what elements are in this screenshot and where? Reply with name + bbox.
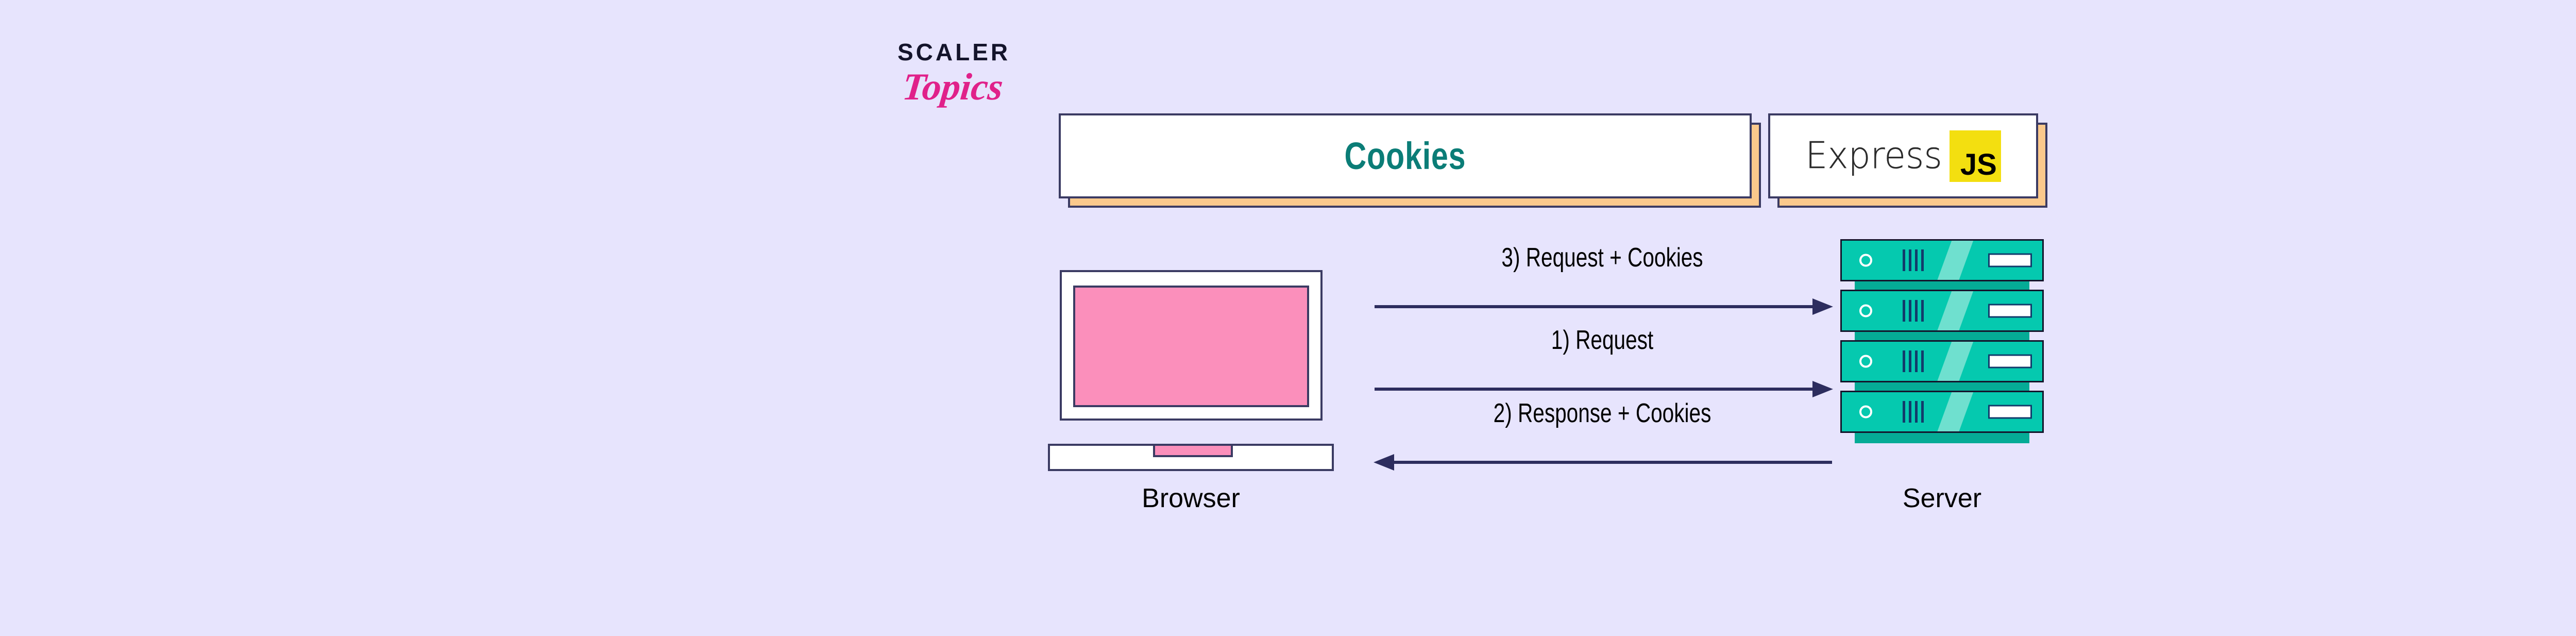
server-unit bbox=[1840, 391, 2044, 433]
server-stripe-icon bbox=[1931, 241, 1976, 280]
express-logo: Express JS bbox=[1805, 130, 2001, 182]
arrow-label-response-cookies: 2) Response + Cookies bbox=[1493, 398, 1711, 428]
server-slot-icon bbox=[1988, 354, 2032, 369]
server-spacer bbox=[1855, 382, 2029, 393]
arrow-label-request: 1) Request bbox=[1551, 325, 1654, 355]
arrow-request bbox=[1375, 381, 1833, 397]
server-led-icon bbox=[1859, 304, 1872, 317]
browser-laptop-screen bbox=[1073, 286, 1309, 407]
server-led-icon bbox=[1859, 355, 1872, 368]
server-stripe-icon bbox=[1931, 392, 1976, 431]
arrow-label-request-cookies: 3) Request + Cookies bbox=[1501, 243, 1703, 273]
arrow-response-cookies bbox=[1374, 454, 1832, 471]
cookies-card-title: Cookies bbox=[1344, 135, 1466, 177]
express-card: Express JS bbox=[1768, 113, 2038, 198]
js-badge-label: JS bbox=[1960, 148, 1997, 182]
server-unit bbox=[1840, 290, 2044, 332]
server-unit bbox=[1840, 239, 2044, 281]
server-slot-icon bbox=[1988, 304, 2032, 318]
server-vent-bars-icon bbox=[1903, 249, 1924, 271]
browser-caption: Browser bbox=[1142, 483, 1240, 513]
logo-scaler-text: SCALER bbox=[897, 39, 1011, 65]
server-slot-icon bbox=[1988, 253, 2032, 267]
server-spacer bbox=[1855, 332, 2029, 342]
js-badge-icon: JS bbox=[1949, 130, 2001, 182]
browser-laptop-trackpad bbox=[1153, 444, 1233, 457]
scaler-topics-logo: SCALER Topics bbox=[897, 40, 1052, 128]
cookies-card: Cookies bbox=[1059, 113, 1752, 198]
server-spacer bbox=[1855, 281, 2029, 292]
server-vent-bars-icon bbox=[1903, 300, 1924, 322]
server-base bbox=[1855, 433, 2029, 443]
server-vent-bars-icon bbox=[1903, 401, 1924, 423]
server-led-icon bbox=[1859, 405, 1872, 419]
server-unit bbox=[1840, 340, 2044, 382]
arrow-request-cookies bbox=[1375, 298, 1833, 315]
server-vent-bars-icon bbox=[1903, 350, 1924, 372]
server-caption: Server bbox=[1902, 483, 1982, 513]
express-wordmark: Express bbox=[1805, 135, 1942, 177]
server-stripe-icon bbox=[1931, 342, 1976, 381]
server-stripe-icon bbox=[1931, 291, 1976, 330]
logo-topics-text: Topics bbox=[900, 66, 1005, 108]
server-led-icon bbox=[1859, 254, 1872, 267]
server-stack bbox=[1840, 239, 2044, 471]
server-slot-icon bbox=[1988, 405, 2032, 419]
